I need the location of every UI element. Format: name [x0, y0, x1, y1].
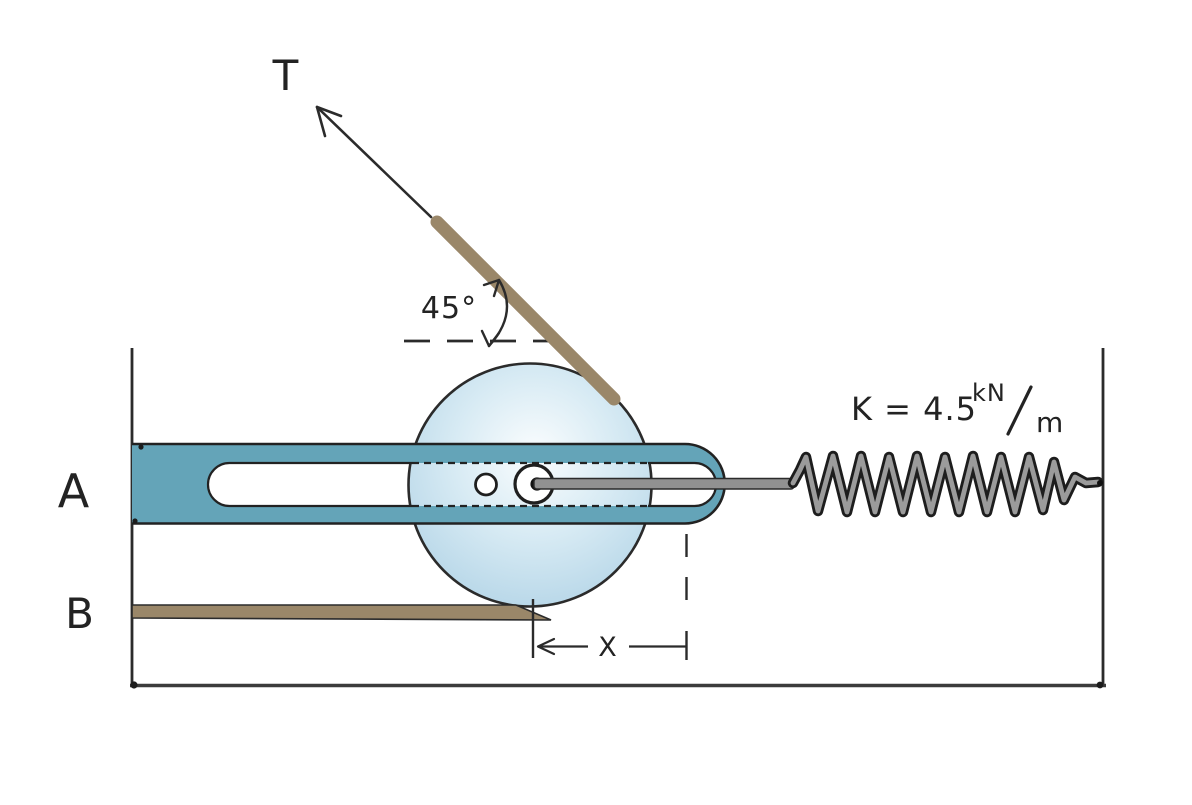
ground-right-corner-dot: [1096, 681, 1104, 689]
tension-arrowhead: [315, 105, 343, 138]
spring-unit-numerator: kN: [972, 379, 1006, 407]
x-dimension-label: X: [598, 632, 618, 663]
angle-label: 45°: [421, 291, 477, 326]
spring-wall-anchor-dot: [1097, 480, 1103, 486]
tension-label: T: [272, 51, 300, 100]
spring-constant-label: K = 4.5: [851, 390, 977, 428]
label-a: A: [58, 464, 90, 518]
spring-unit-fraction-slash: [1006, 385, 1033, 436]
ink-accent-dot-top: [138, 444, 144, 450]
arm-small-hole: [474, 472, 498, 497]
slotted-arm: [132, 444, 725, 524]
label-b: B: [65, 589, 95, 638]
tension-cord: [430, 215, 621, 406]
arm-slot-edge-left: [206, 461, 412, 508]
x-dimension-arrowhead: [536, 637, 556, 656]
spring-unit-denominator: m: [1036, 406, 1064, 439]
ground-left-corner-dot: [130, 681, 138, 689]
tension-arrow-shaft: [315, 105, 433, 219]
spring: [790, 453, 1101, 515]
ink-accent-dot-bottom: [132, 518, 138, 524]
cord-b: [131, 604, 552, 621]
connecting-rod: [533, 477, 795, 490]
angle-arc-arrowheads: [480, 278, 501, 348]
